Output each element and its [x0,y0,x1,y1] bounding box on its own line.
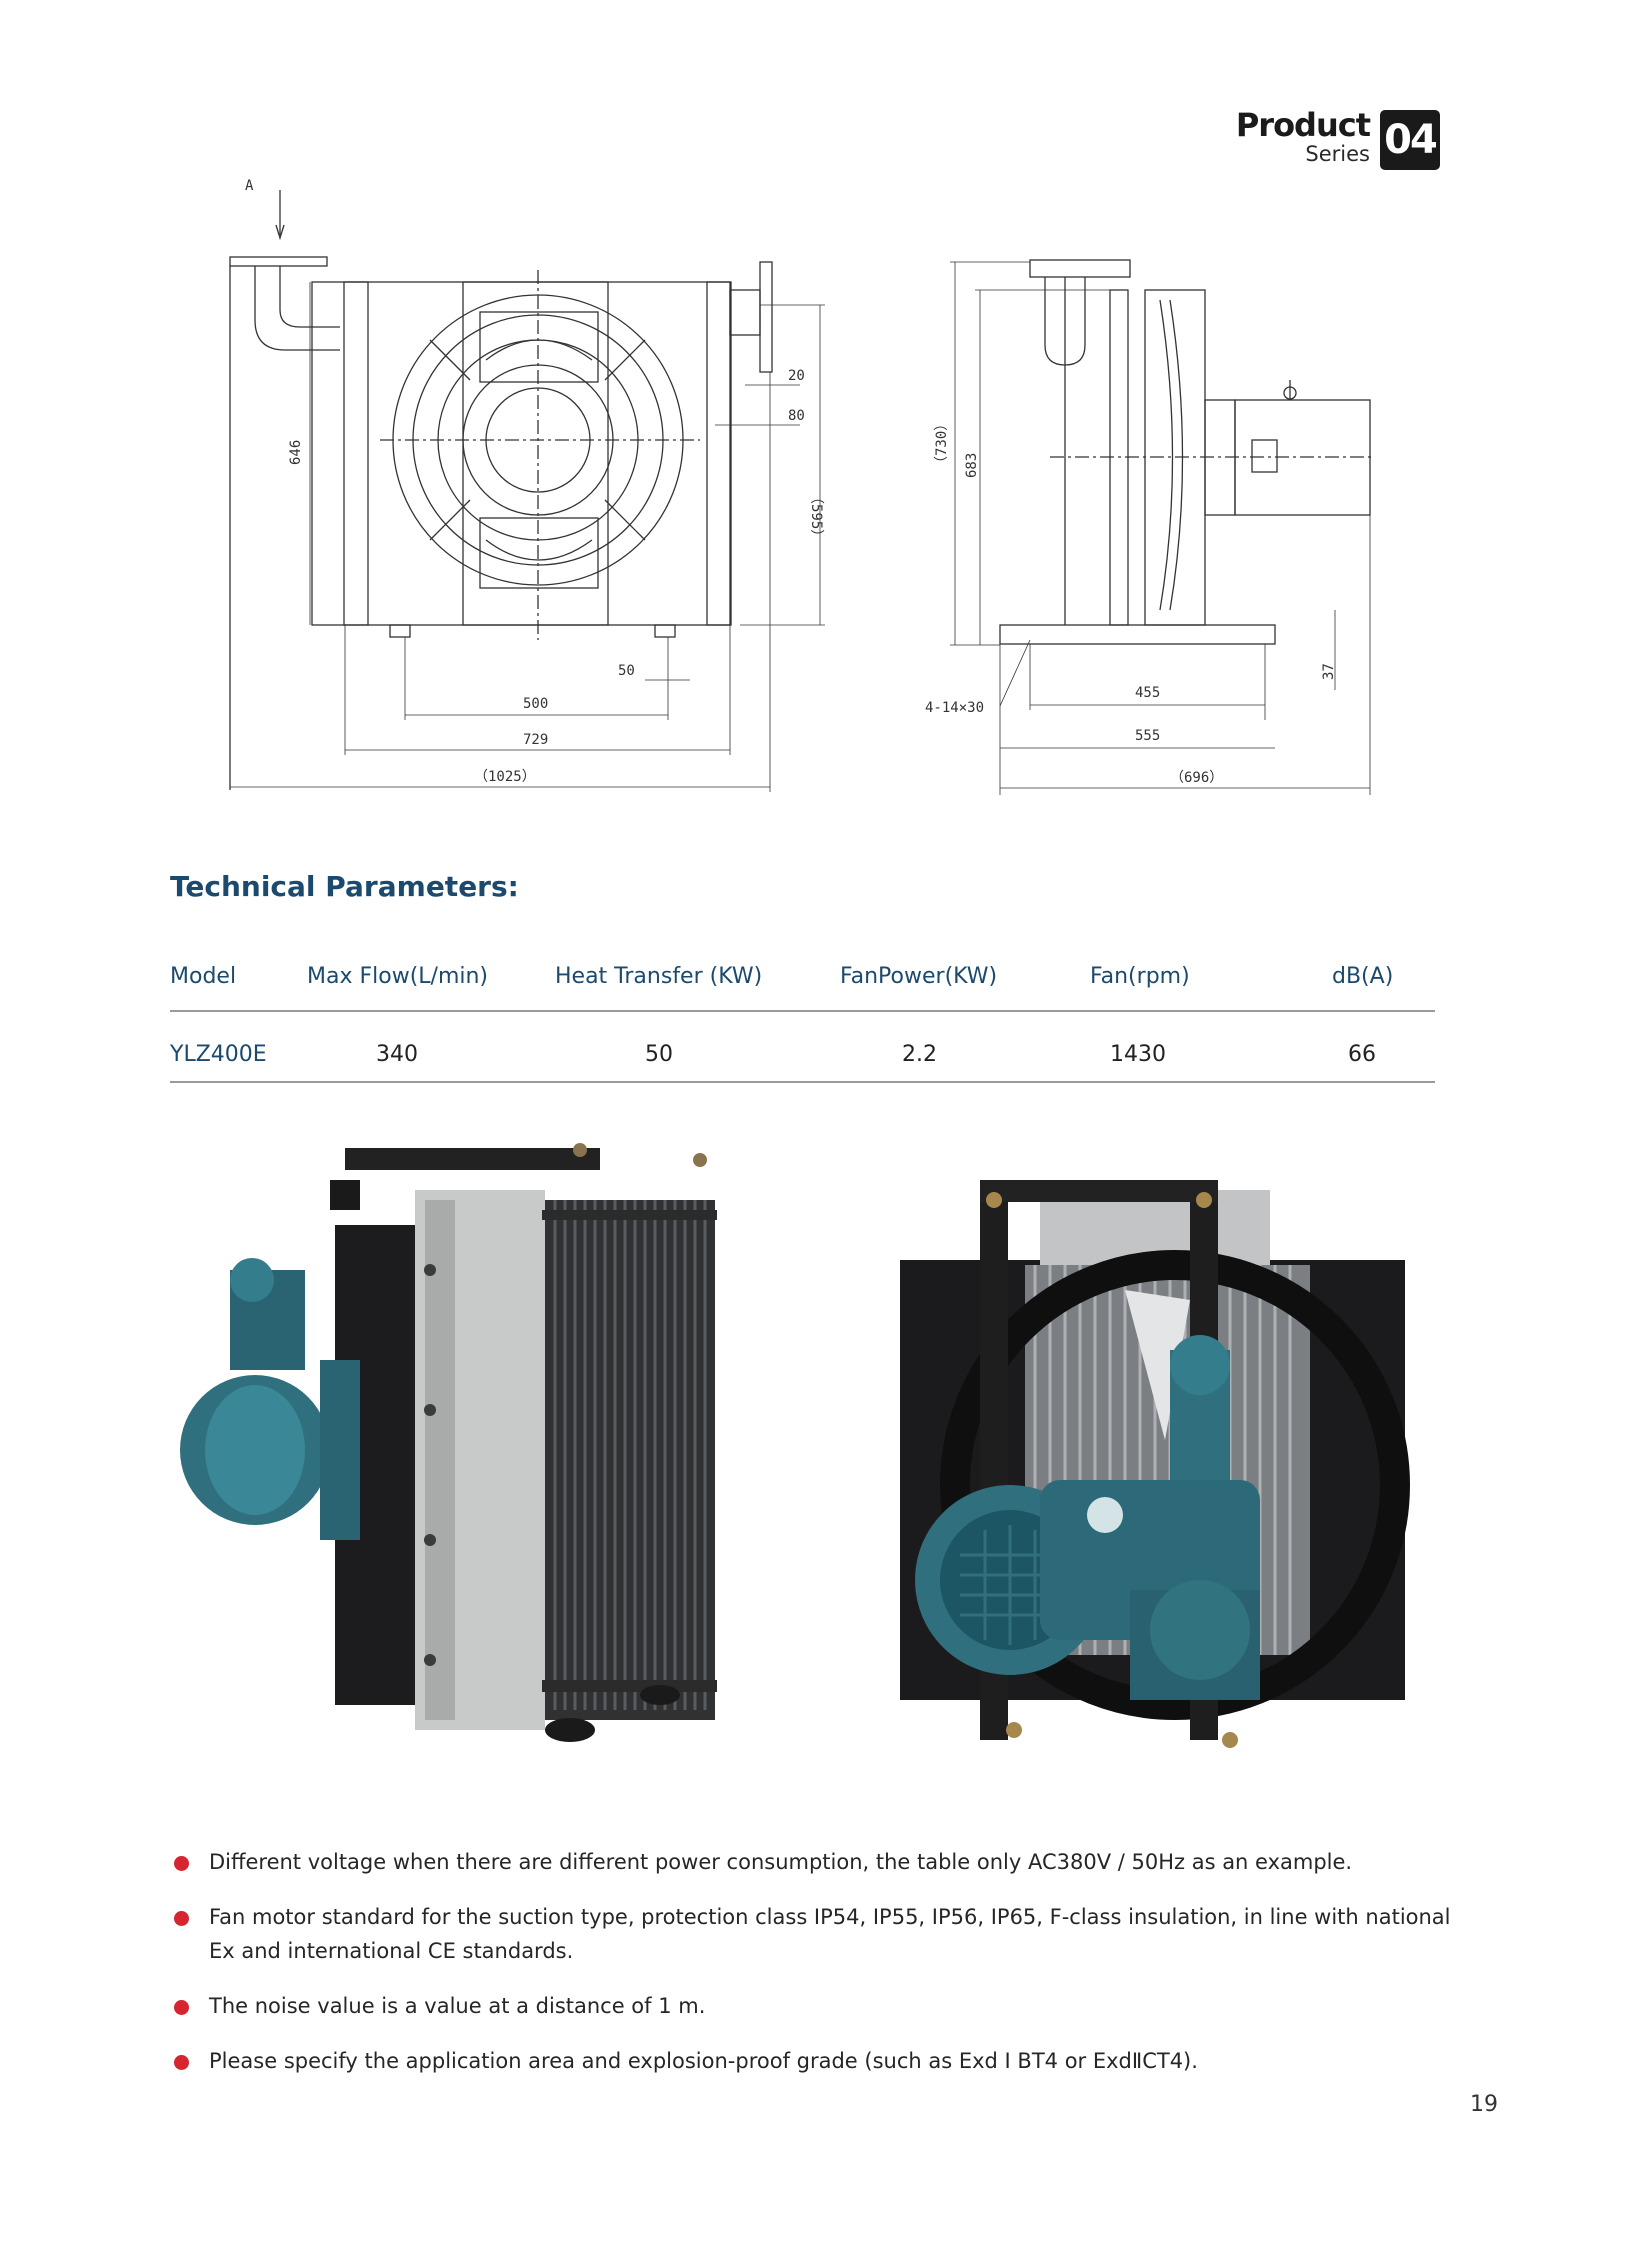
bullet-icon [174,2055,189,2070]
section-title: Technical Parameters: [170,870,519,903]
header-heat-transfer: Heat Transfer (KW) [555,964,763,989]
header-fan-rpm: Fan(rpm) [1090,964,1190,989]
svg-text:20: 20 [788,368,805,384]
technical-drawing: A 646 （595） 20 80 50 500 729 （1025） [229,178,1375,795]
table-rule-bottom [170,1081,1435,1083]
note-item: Please specify the application area and … [172,2044,1462,2078]
cell-heat-transfer: 50 [645,1042,673,1067]
svg-text:（730）: （730） [934,417,950,470]
table-header-row: Model Max Flow(L/min) Heat Transfer (KW)… [170,955,1435,1007]
header-product: Product [1235,106,1371,144]
table-rule-top [170,1010,1435,1012]
svg-text:（696）: （696） [1170,770,1223,786]
notes-list: Different voltage when there are differe… [172,1845,1462,2099]
svg-text:80: 80 [788,408,805,424]
svg-text:683: 683 [964,453,980,478]
note-text: The noise value is a value at a distance… [209,1994,706,2018]
note-item: Different voltage when there are differe… [172,1845,1462,1879]
product-photo-motor [900,1180,1410,1748]
header-series: Series [1305,142,1370,166]
cell-model: YLZ400E [170,1042,267,1067]
note-item: The noise value is a value at a distance… [172,1989,1462,2023]
svg-text:646: 646 [288,440,304,465]
cell-max-flow: 340 [376,1042,418,1067]
front-view-drawing [229,190,825,792]
header-model: Model [170,964,237,989]
bullet-icon [174,2000,189,2015]
svg-text:455: 455 [1135,685,1160,701]
header-db: dB(A) [1332,964,1394,989]
svg-text:50: 50 [618,663,635,679]
bullet-icon [174,1856,189,1871]
cell-db: 66 [1348,1042,1376,1067]
svg-text:4-14×30: 4-14×30 [925,700,984,716]
bullet-icon [174,1911,189,1926]
front-view-dimension-labels: A 646 （595） 20 80 50 500 729 （1025） [245,178,824,785]
note-item: Fan motor standard for the suction type,… [172,1900,1462,1968]
parameters-table: Model Max Flow(L/min) Heat Transfer (KW)… [170,955,1435,1007]
note-text: Fan motor standard for the suction type,… [209,1905,1451,1963]
header-fan-power: FanPower(KW) [840,964,998,989]
svg-text:37: 37 [1321,663,1337,680]
note-text: Please specify the application area and … [209,2049,1198,2073]
side-view-drawing [950,259,1375,795]
header-badge: 04 [1380,110,1440,170]
note-text: Different voltage when there are differe… [209,1850,1353,1874]
svg-text:729: 729 [523,732,548,748]
svg-text:（1025）: （1025） [474,769,536,785]
svg-text:（595）: （595） [808,490,824,543]
svg-text:500: 500 [523,696,548,712]
parameters-table-body: YLZ400E 340 50 2.2 1430 66 [170,1033,1435,1085]
page-number: 19 [1470,2092,1498,2117]
side-view-dimension-labels: （730） 683 37 4-14×30 455 555 （696） [925,417,1337,786]
svg-text:555: 555 [1135,728,1160,744]
cell-fan-rpm: 1430 [1110,1042,1166,1067]
svg-text:A: A [245,178,254,194]
cell-fan-power: 2.2 [902,1042,937,1067]
table-row: YLZ400E 340 50 2.2 1430 66 [170,1033,1435,1085]
header-max-flow: Max Flow(L/min) [307,964,489,989]
product-photo-front [180,1143,717,1742]
